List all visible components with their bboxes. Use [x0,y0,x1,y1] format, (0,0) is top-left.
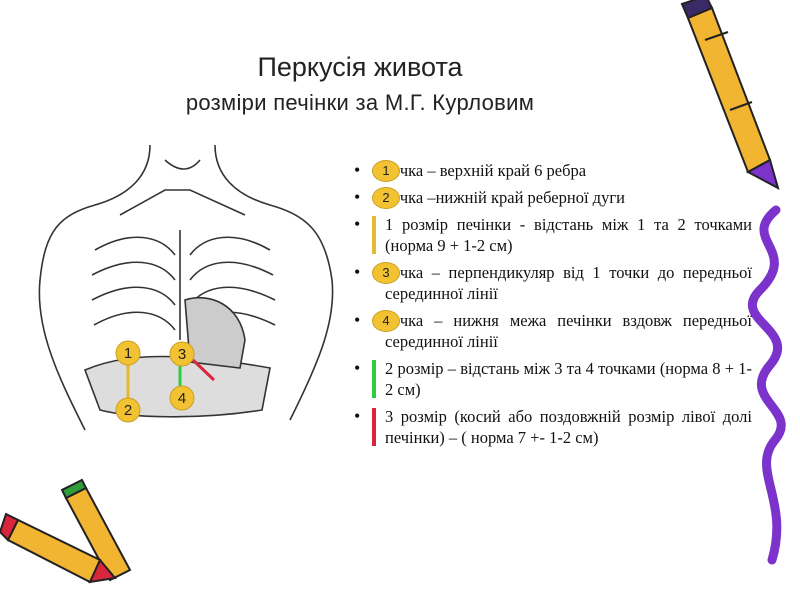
svg-text:4: 4 [178,390,186,407]
list-item: • 1 точка – верхній край 6 ребра [352,160,752,182]
list-item-text: 2 розмір – відстань між 3 та 4 точками (… [385,359,752,399]
bullet-dot-icon: • [354,187,361,207]
list-item-text: точка – перпендикуляр від 1 точки до пер… [385,263,752,303]
list-item: • 2 точка –нижній край реберної дуги [352,187,752,209]
list-item: • 1 розмір печінки - відстань між 1 та 2… [352,214,752,256]
size-bar-red [372,408,376,446]
list-item-text: 3 розмір (косий або поздовжній розмір лі… [385,407,752,447]
crayon-top-right-icon [680,0,780,190]
purple-squiggle-icon [748,205,786,565]
crayon-green-icon [60,478,132,582]
slide-title: Перкусія живота [257,52,463,82]
list-item: • 4 точка – нижня межа печінки вздовж пе… [352,310,752,352]
bullet-dot-icon: • [354,358,361,378]
list-item: • 2 розмір – відстань між 3 та 4 точками… [352,358,752,400]
list-item-text: точка – верхній край 6 ребра [385,161,587,180]
slide-subtitle: розміри печінки за М.Г. Курловим [185,90,535,115]
svg-text:1: 1 [124,345,132,362]
svg-text:3: 3 [178,346,186,363]
list-item: • 3 точка – перпендикуляр від 1 точки до… [352,262,752,304]
crayon-red-icon [0,512,117,584]
svg-text:2: 2 [124,402,132,419]
list-item-text: точка –нижній край реберної дуги [385,188,625,207]
point-marker: 2 [372,187,400,209]
list-item: • 3 розмір (косий або поздовжній розмір … [352,406,752,448]
size-bar-green [372,360,376,398]
point-marker: 3 [372,262,400,284]
list-item-text: точка – нижня межа печінки вздовж передн… [385,311,752,351]
point-marker: 1 [372,160,400,182]
list-item-text: 1 розмір печінки - відстань між 1 та 2 т… [385,215,752,255]
bullet-list: • 1 точка – верхній край 6 ребра • 2 точ… [352,160,752,454]
third-size-bar [191,358,216,382]
bullet-dot-icon: • [354,262,361,282]
bullet-dot-icon: • [354,310,361,330]
figure-marker-4: 4 [169,385,195,411]
figure-marker-1: 1 [115,340,141,366]
bullet-dot-icon: • [354,214,361,234]
figure-marker-3: 3 [169,341,195,367]
figure-marker-2: 2 [115,397,141,423]
point-marker: 4 [372,310,400,332]
bullet-dot-icon: • [354,160,361,180]
size-bar-yellow [372,216,376,254]
bullet-dot-icon: • [354,406,361,426]
